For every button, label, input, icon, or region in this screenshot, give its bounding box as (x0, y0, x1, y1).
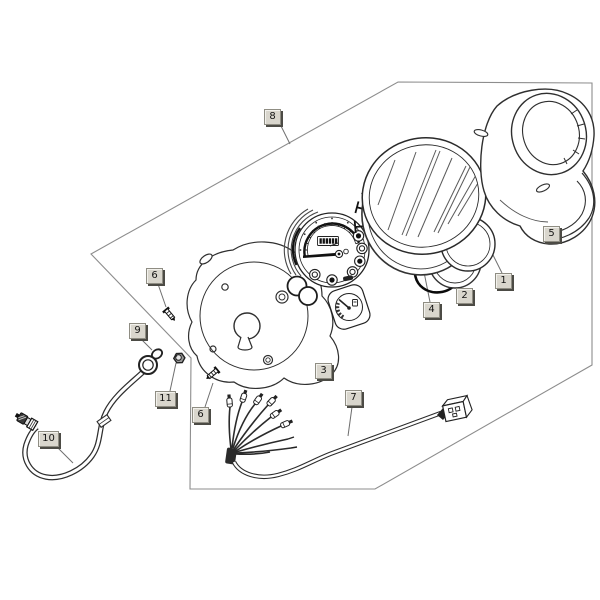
screw-lower-part (206, 366, 221, 380)
harness-connector (441, 394, 473, 423)
sub-dial-part (327, 284, 371, 330)
lens-part (361, 137, 496, 272)
drive-cable-part (14, 355, 158, 481)
callout-1: 1 (495, 273, 512, 289)
needle (303, 252, 341, 258)
wiring-harness-part (225, 389, 473, 480)
cable-ring-fitting (138, 355, 158, 375)
indicator-lights (309, 230, 368, 286)
callout-6-lower: 6 (192, 407, 209, 423)
cable-ferrule (96, 413, 112, 429)
gasket-stack-edge (283, 208, 319, 277)
callout-7: 7 (345, 390, 362, 406)
frame-outline (90, 81, 593, 490)
harness-sleeve (225, 447, 237, 465)
callout-5: 5 (543, 226, 560, 242)
ring-nut-part (172, 352, 186, 364)
callout-10: 10 (38, 431, 59, 447)
cover-housing-part (473, 88, 596, 245)
callout-3: 3 (315, 363, 332, 379)
screw-upper-part (162, 306, 176, 321)
gauge-face-part (291, 212, 370, 288)
grommet-holes (286, 275, 318, 306)
badge-plate (343, 275, 354, 282)
cable-end-fitting (14, 412, 39, 432)
callout-9: 9 (129, 323, 146, 339)
callout-8: 8 (264, 109, 281, 125)
callout-11: 11 (155, 391, 176, 407)
callout-2: 2 (456, 288, 473, 304)
callout-6-upper: 6 (146, 268, 163, 284)
bullet-connectors (226, 389, 298, 449)
callout-4: 4 (423, 302, 440, 318)
glass-reflection-hatch (377, 149, 479, 238)
rim-tick-marks (563, 109, 586, 165)
